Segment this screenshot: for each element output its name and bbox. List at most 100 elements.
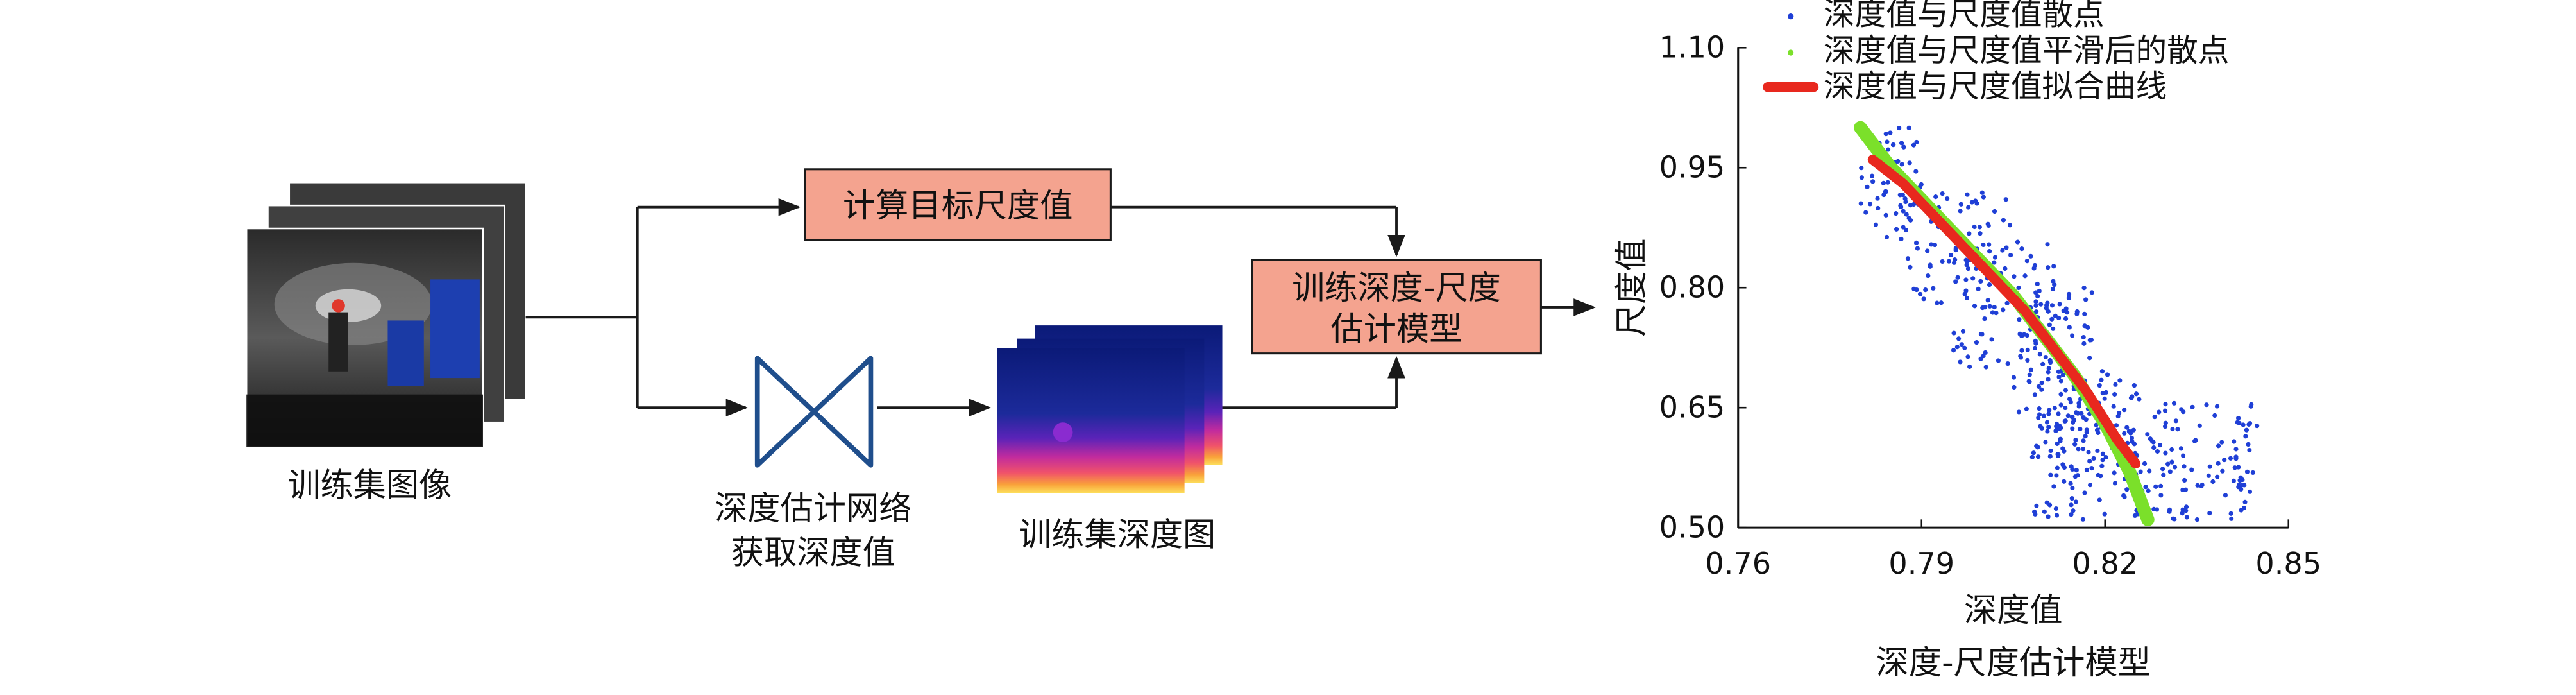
- scatter-point: [2151, 445, 2157, 450]
- scatter-point: [2032, 345, 2038, 350]
- scatter-point: [2033, 338, 2038, 343]
- scatter-point: [2053, 313, 2058, 318]
- scatter-point: [2052, 282, 2057, 287]
- scatter-point: [1933, 194, 1938, 200]
- scatter-point: [2047, 454, 2053, 459]
- scatter-point: [2129, 435, 2135, 441]
- x-axis-label: 深度值: [1964, 591, 2063, 630]
- scatter-point: [2235, 416, 2241, 421]
- y-axis-label: 尺度值: [1613, 238, 1651, 337]
- scatter-point: [2162, 408, 2168, 413]
- scatter-point: [2246, 422, 2251, 427]
- scatter-point: [2204, 402, 2209, 408]
- scatter-point: [1867, 202, 1873, 207]
- scatter-point: [2037, 352, 2042, 357]
- scatter-point: [1963, 277, 1969, 282]
- scatter-point: [1972, 304, 1978, 309]
- scatter-point: [2096, 430, 2101, 436]
- scatter-point: [2099, 369, 2105, 374]
- scatter-point: [2070, 333, 2075, 338]
- scatter-point: [2089, 290, 2094, 295]
- scatter-point: [2045, 429, 2050, 434]
- scatter-point: [2056, 411, 2061, 416]
- scatter-point: [2169, 459, 2174, 465]
- scatter-point: [2081, 286, 2087, 291]
- scatter-point: [1918, 291, 1923, 296]
- scatter-point: [1958, 202, 1963, 207]
- scatter-point: [2073, 499, 2079, 504]
- tunnel-image: [245, 227, 484, 448]
- scatter-point: [2094, 422, 2099, 427]
- scatter-point: [2242, 499, 2248, 504]
- scatter-point: [2039, 387, 2044, 392]
- scatter-point: [1996, 358, 2001, 363]
- scatter-point: [1990, 310, 1995, 315]
- scatter-point: [2070, 467, 2075, 472]
- scatter-point: [2035, 293, 2040, 299]
- scatter-point: [2082, 490, 2087, 495]
- scatter-point: [2239, 486, 2244, 492]
- scatter-point: [2024, 406, 2029, 411]
- scatter-point: [1931, 286, 1936, 291]
- scatter-point: [2083, 417, 2089, 422]
- scatter-point: [2068, 481, 2073, 486]
- scatter-point: [2112, 470, 2117, 476]
- scatter-point: [2046, 411, 2051, 416]
- scatter-point: [2008, 252, 2013, 258]
- scatter-point: [1978, 279, 1983, 284]
- scatter-point: [2065, 310, 2070, 315]
- scatter-point: [2019, 348, 2024, 353]
- scatter-point: [2233, 454, 2239, 459]
- scatter-point: [1926, 273, 1931, 279]
- scatter-point: [1951, 348, 1956, 353]
- scatter-point: [1911, 202, 1917, 207]
- x-tick-label: 0.85: [2255, 546, 2321, 581]
- scatter-point: [2115, 413, 2121, 419]
- scatter-point: [2071, 508, 2076, 513]
- scatter-point: [2182, 477, 2187, 483]
- y-tick-label: 0.65: [1659, 390, 1725, 425]
- scatter-point: [2027, 379, 2032, 384]
- scatter-point: [2065, 413, 2071, 418]
- scatter-point: [1901, 225, 1906, 230]
- scatter-point: [2180, 487, 2185, 493]
- scatter-point: [2045, 242, 2050, 247]
- scatter-point: [2165, 461, 2171, 467]
- scatter-point: [2074, 468, 2079, 473]
- scatter-point: [2215, 474, 2220, 479]
- scatter-point: [2143, 485, 2148, 490]
- scatter-point: [1907, 160, 1912, 166]
- scatter-point: [2062, 479, 2067, 484]
- scatter-point: [2087, 459, 2092, 464]
- scatter-point: [2086, 450, 2091, 455]
- scatter-point: [2146, 488, 2151, 493]
- train-box-line1: 训练深度-尺度: [1292, 269, 1501, 307]
- scatter-point: [1945, 196, 1950, 202]
- scatter-point: [2190, 404, 2195, 409]
- scatter-point: [2248, 404, 2253, 409]
- scatter-point: [2004, 245, 2009, 250]
- scatter-point: [1965, 266, 1971, 271]
- scatter-point: [1953, 257, 1958, 262]
- scatter-point: [2069, 512, 2074, 517]
- scatter-point: [1891, 142, 1896, 148]
- scatter-point: [2242, 483, 2247, 488]
- scatter-point: [2036, 384, 2042, 389]
- legend-marker-scatter: [1788, 13, 1794, 20]
- scatter-point: [2087, 356, 2092, 361]
- scatter-point: [2124, 425, 2130, 430]
- scatter-point: [2019, 246, 2024, 252]
- scatter-point: [2197, 423, 2202, 428]
- train-box-line2: 估计模型: [1331, 310, 1462, 348]
- scatter-point: [2003, 197, 2008, 202]
- scatter-point: [2161, 472, 2166, 477]
- scatter-point: [1929, 242, 1934, 247]
- scatter-point: [2070, 485, 2075, 491]
- scatter-point: [2053, 506, 2059, 511]
- scatter-point: [2024, 259, 2029, 264]
- scatter-point: [1928, 262, 1933, 268]
- scatter-point: [2163, 420, 2168, 425]
- scatter-point: [2069, 495, 2074, 501]
- scatter-point: [2089, 338, 2094, 343]
